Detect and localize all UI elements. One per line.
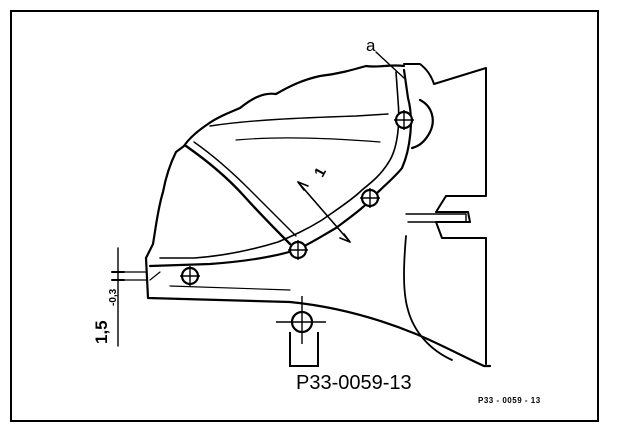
- bolt-hole-3-cross: [288, 240, 308, 260]
- housing-bottom-edge: [144, 256, 492, 368]
- leader-1-arrow-2: [297, 181, 309, 191]
- cover-face-line-1: [209, 113, 389, 127]
- leader-a: [375, 51, 405, 79]
- leader-1-arrow: [339, 233, 351, 243]
- gearbox-lower-curve: [403, 235, 453, 361]
- housing-slot: [405, 213, 467, 223]
- bolt-hole-2-cross: [360, 188, 380, 208]
- figure-reference-large: P33-0059-13: [296, 372, 412, 394]
- dimension-value-label: 1,5: [92, 320, 111, 344]
- housing-outer-edge: [144, 64, 406, 260]
- callout-label-a: a: [366, 36, 376, 55]
- cover-window-edge-2: [193, 141, 297, 237]
- boss-right: [410, 98, 434, 150]
- figure-reference-small: P33 - 0059 - 13: [478, 396, 541, 405]
- gasket-outer-line: [148, 68, 412, 268]
- dimension-tolerance-label: -0,3: [108, 288, 119, 306]
- lower-tab: [289, 332, 319, 367]
- gasket-inner-line: [159, 71, 400, 259]
- bolt-hole-5-cross: [276, 296, 326, 344]
- cover-face-line-2: [235, 137, 381, 143]
- cover-window-edge: [184, 144, 292, 246]
- bolt-hole-4-cross: [180, 266, 200, 286]
- leader-1: [297, 181, 351, 243]
- drawing-frame: [10, 10, 599, 422]
- bolt-hole-1-cross: [394, 110, 414, 130]
- housing-fill-line: [149, 271, 291, 291]
